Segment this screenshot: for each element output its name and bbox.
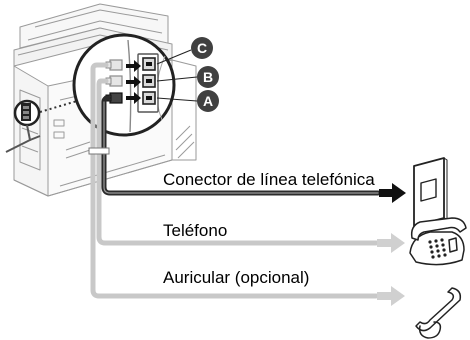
port-b-letter: B bbox=[203, 69, 213, 85]
zoom-leader bbox=[39, 100, 78, 113]
port-c-letter: C bbox=[197, 40, 207, 56]
arrow-icon bbox=[126, 92, 141, 104]
telephone-label: Teléfono bbox=[163, 221, 228, 240]
wall-jack-icon bbox=[413, 157, 448, 227]
power-connector bbox=[5, 99, 41, 153]
telephone-cable bbox=[96, 78, 379, 246]
port-a-letter: A bbox=[203, 93, 213, 109]
port-b-badge: B bbox=[197, 66, 219, 88]
cable-clip bbox=[88, 147, 110, 155]
telephone-arrow-icon bbox=[377, 233, 405, 253]
handset-icon bbox=[415, 287, 462, 339]
handset-cable bbox=[90, 62, 379, 299]
telephone-icon bbox=[409, 217, 467, 266]
arrow-icon bbox=[126, 60, 141, 72]
telephone-line-arrow-icon bbox=[379, 183, 406, 203]
port-zoom-circle bbox=[72, 33, 176, 137]
arrow-icon bbox=[126, 76, 141, 88]
handset-arrow-icon bbox=[377, 286, 405, 306]
telephone-line-label: Conector de línea telefónica bbox=[163, 170, 375, 189]
handset-label: Auricular (opcional) bbox=[163, 268, 310, 287]
port-c-badge: C bbox=[191, 37, 213, 59]
port-a-badge: A bbox=[197, 90, 219, 112]
